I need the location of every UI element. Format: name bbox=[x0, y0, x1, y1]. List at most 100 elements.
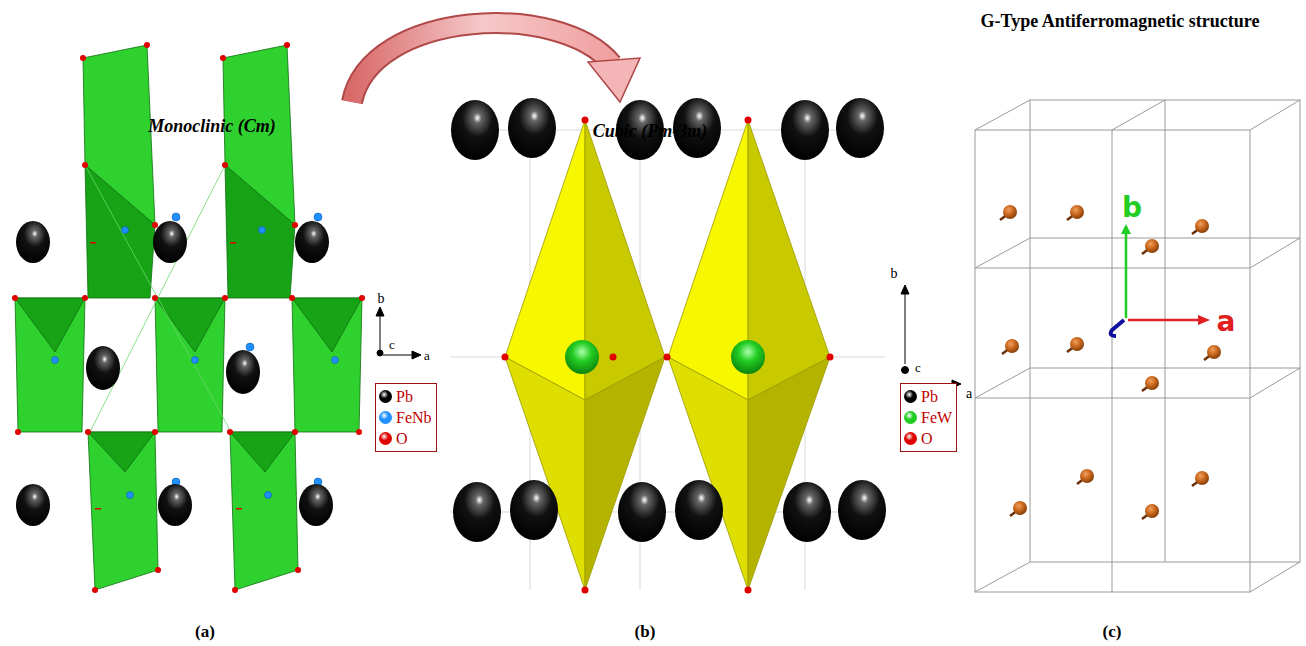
octahedra-monoclinic-part-part bbox=[88, 432, 158, 590]
axes-magnetic bbox=[1111, 224, 1210, 336]
oxygen-atoms-part bbox=[152, 222, 158, 228]
fe-spin-atoms-part bbox=[1005, 339, 1019, 353]
legend-row: FeW bbox=[904, 407, 952, 428]
oxygen-atoms-part bbox=[92, 587, 98, 593]
fe-spin-atoms-part bbox=[1013, 501, 1027, 515]
pb-atoms-monoclinic-part bbox=[295, 221, 329, 263]
legend-text: FeNb bbox=[396, 409, 432, 427]
axes-monoclinic-part bbox=[380, 314, 381, 350]
pb-atoms-monoclinic-part bbox=[153, 221, 187, 263]
legend-swatch bbox=[904, 411, 917, 424]
fenb-atoms-part bbox=[192, 357, 199, 364]
oxygen-atoms-cubic-part bbox=[745, 117, 752, 124]
oxygen-atoms-part bbox=[85, 429, 91, 435]
fenb-atoms-part bbox=[52, 357, 59, 364]
oxygen-atoms-part bbox=[152, 429, 158, 435]
fe-spin-atoms-part bbox=[1207, 345, 1221, 359]
fe-spin-atoms-part bbox=[1080, 469, 1094, 483]
pb-atoms-monoclinic-part bbox=[16, 484, 50, 526]
legend-box: PbFeNbO bbox=[375, 383, 437, 452]
pb-atoms-cubic-part bbox=[781, 100, 829, 160]
oxygen-atoms-part bbox=[80, 55, 86, 61]
pb-atoms-cubic-part bbox=[508, 98, 556, 158]
oxygen-atoms-part bbox=[155, 567, 161, 573]
oxygen-atoms-part bbox=[222, 162, 228, 168]
octahedra-cubic-part bbox=[668, 357, 748, 590]
few-atoms-part bbox=[565, 340, 599, 374]
octahedra-monoclinic-part-part bbox=[15, 298, 85, 352]
fe-spin-sticks bbox=[1000, 214, 1212, 519]
octahedra-monoclinic-part-part bbox=[85, 165, 230, 430]
magnetic-cell-grid-part bbox=[1030, 368, 1300, 369]
oxygen-atoms-part bbox=[227, 429, 233, 435]
cell-lines-cubic bbox=[450, 100, 885, 590]
pb-atoms-monoclinic bbox=[16, 221, 333, 526]
legend-row: FeNb bbox=[379, 407, 432, 428]
octahedra-monoclinic-part-part bbox=[155, 298, 225, 352]
octahedra-monoclinic-part-part bbox=[225, 165, 295, 298]
legend-swatch bbox=[379, 390, 392, 403]
transition-arrow-part bbox=[352, 23, 612, 102]
axis-label: c bbox=[915, 361, 921, 375]
magnetic-cell-grid-part bbox=[975, 268, 1250, 269]
oxygen-atoms-part bbox=[292, 429, 298, 435]
fenb-atoms-part bbox=[172, 213, 180, 221]
magnetic-cell-grid-part bbox=[1112, 100, 1165, 130]
pb-atoms-cubic bbox=[451, 98, 886, 542]
oxygen-atoms-part bbox=[230, 242, 236, 244]
panel-letter: (a) bbox=[195, 623, 215, 642]
axes-monoclinic-part bbox=[377, 350, 383, 356]
pb-atoms-cubic-part bbox=[838, 480, 886, 540]
axis-label: b bbox=[891, 266, 898, 281]
pb-atoms-cubic-part bbox=[783, 482, 831, 542]
fenb-atoms-part bbox=[314, 213, 322, 221]
fe-spin-atoms bbox=[1003, 205, 1221, 518]
fenb-atoms-part bbox=[265, 492, 272, 499]
legend-row: Pb bbox=[379, 386, 432, 407]
legend-swatch bbox=[379, 432, 392, 445]
panel-heading: Monoclinic (Cm) bbox=[148, 117, 276, 137]
fe-spin-atoms-part bbox=[1195, 471, 1209, 485]
magnetic-cell-grid-part bbox=[1030, 238, 1300, 239]
fe-spin-atoms-part bbox=[1145, 376, 1159, 390]
fenb-atoms-part bbox=[246, 343, 254, 351]
legend-swatch bbox=[904, 390, 917, 403]
fe-spin-atoms-part bbox=[1145, 504, 1159, 518]
axis-label: a bbox=[966, 386, 972, 401]
axes-magnetic-part bbox=[1111, 320, 1124, 336]
fenb-atoms-part bbox=[122, 227, 129, 234]
fe-spin-atoms-part bbox=[1070, 337, 1084, 351]
legend-swatch bbox=[904, 432, 917, 445]
oxygen-atoms-part bbox=[95, 508, 101, 510]
legend-row: O bbox=[379, 428, 432, 449]
fe-spin-atoms-part bbox=[1070, 205, 1084, 219]
oxygen-atoms-part bbox=[12, 295, 18, 301]
axis-label: b bbox=[378, 291, 385, 306]
octahedra-monoclinic-part-part bbox=[292, 298, 362, 432]
oxygen-atoms-cubic-part bbox=[582, 117, 589, 124]
oxygen-atoms bbox=[12, 42, 365, 593]
oxygen-atoms-cubic bbox=[502, 117, 834, 594]
axes-magnetic-part bbox=[1125, 232, 1128, 318]
panel-letter: (c) bbox=[1103, 623, 1122, 642]
axes-monoclinic-part bbox=[383, 355, 413, 356]
fenb-atoms-part bbox=[332, 357, 339, 364]
transition-arrow bbox=[352, 23, 640, 102]
oxygen-atoms-part bbox=[15, 429, 21, 435]
oxygen-atoms-part bbox=[292, 222, 298, 228]
legend-text: O bbox=[396, 430, 408, 448]
magnetic-cell-grid-part bbox=[1250, 238, 1300, 268]
axes-cubic-part bbox=[901, 285, 909, 294]
magnetic-cell-grid-part bbox=[975, 100, 1030, 130]
oxygen-atoms-part bbox=[295, 567, 301, 573]
legend-text: Pb bbox=[921, 388, 938, 406]
axes-monoclinic bbox=[376, 307, 421, 359]
octahedra-monoclinic-part-part bbox=[230, 432, 298, 590]
magnetic-cell-grid-part bbox=[975, 238, 1030, 268]
octahedra-monoclinic-part-part bbox=[88, 432, 155, 472]
octahedra-cubic bbox=[505, 120, 830, 590]
octahedra-monoclinic-part-part bbox=[292, 298, 362, 352]
magnetic-cell-grid-part bbox=[1112, 130, 1113, 592]
pb-atoms-cubic-part bbox=[675, 480, 723, 540]
pb-atoms-cubic-part bbox=[836, 98, 884, 158]
